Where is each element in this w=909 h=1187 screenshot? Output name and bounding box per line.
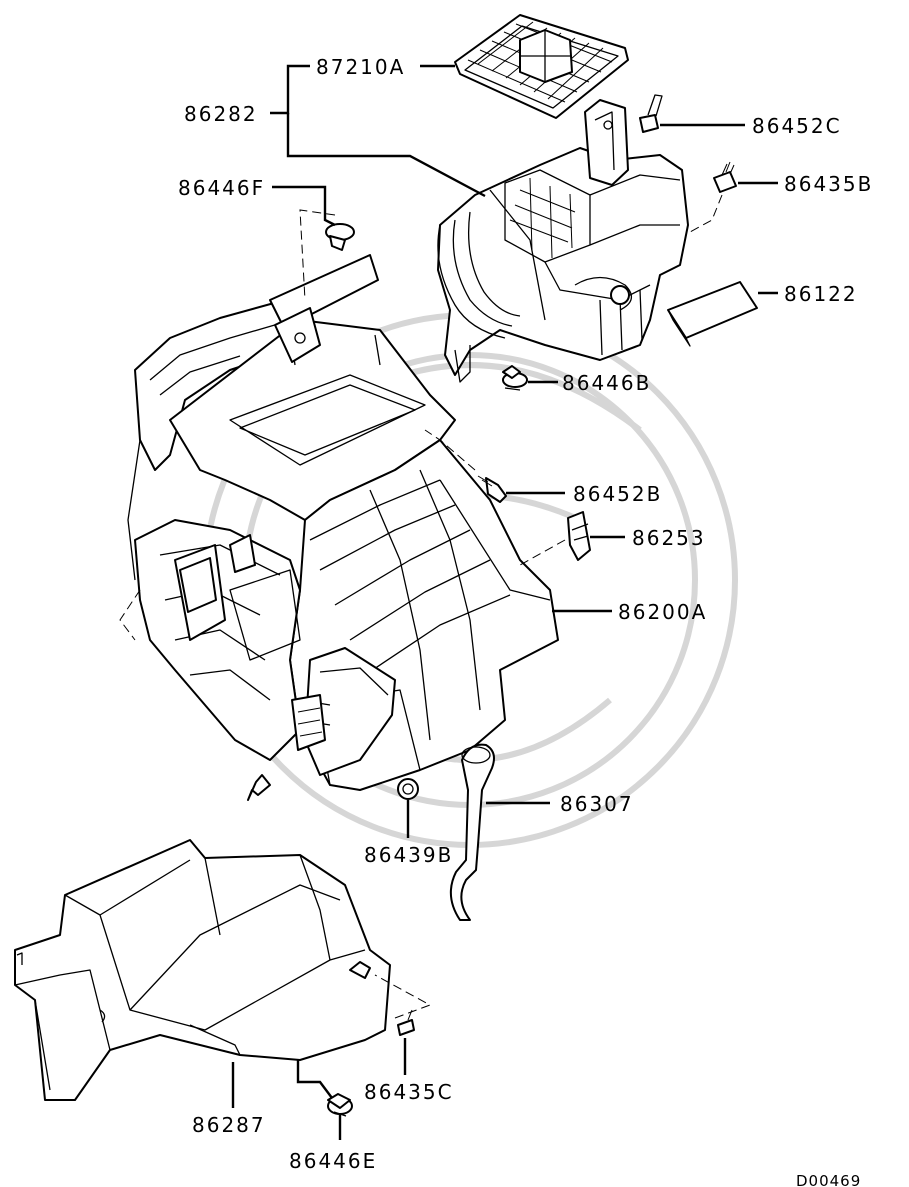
grommet[interactable] bbox=[397, 778, 419, 800]
label-86446F: 86446F bbox=[178, 176, 265, 200]
screw-86452B[interactable] bbox=[424, 429, 507, 503]
screw-86435C[interactable] bbox=[374, 974, 432, 1036]
screw-86452C[interactable] bbox=[639, 94, 663, 133]
part-labels: 87210A 86282 86452C 86435B 86446F 86122 … bbox=[178, 55, 873, 1187]
label-86446B: 86446B bbox=[562, 371, 651, 395]
label-86452C: 86452C bbox=[752, 114, 842, 138]
label-86307: 86307 bbox=[560, 792, 634, 816]
clip-86446B[interactable] bbox=[502, 365, 528, 391]
sponge-pad[interactable] bbox=[667, 281, 758, 347]
clip-86446F[interactable] bbox=[299, 209, 355, 301]
label-86253: 86253 bbox=[632, 526, 706, 550]
label-86287: 86287 bbox=[192, 1113, 266, 1137]
label-86435C: 86435C bbox=[364, 1080, 454, 1104]
drain-hose[interactable] bbox=[449, 743, 495, 921]
label-86122: 86122 bbox=[784, 282, 858, 306]
label-86282: 86282 bbox=[184, 102, 258, 126]
label-86446E: 86446E bbox=[289, 1149, 377, 1173]
label-87210A: 87210A bbox=[316, 55, 405, 79]
screw-86435B[interactable] bbox=[689, 161, 737, 233]
leader-lines bbox=[231, 64, 778, 1140]
label-86439B: 86439B bbox=[364, 843, 453, 867]
filter-grille[interactable] bbox=[454, 14, 629, 119]
heater-unit[interactable] bbox=[119, 254, 559, 801]
clamp-86253[interactable] bbox=[519, 511, 591, 566]
lower-cover[interactable] bbox=[14, 839, 391, 1101]
label-86452B: 86452B bbox=[573, 482, 662, 506]
label-86200A: 86200A bbox=[618, 600, 707, 624]
blower-assembly[interactable] bbox=[437, 99, 689, 383]
label-86435B: 86435B bbox=[784, 172, 873, 196]
diagram-id: D00469 bbox=[796, 1172, 861, 1187]
clip-86446E[interactable] bbox=[327, 1093, 353, 1117]
